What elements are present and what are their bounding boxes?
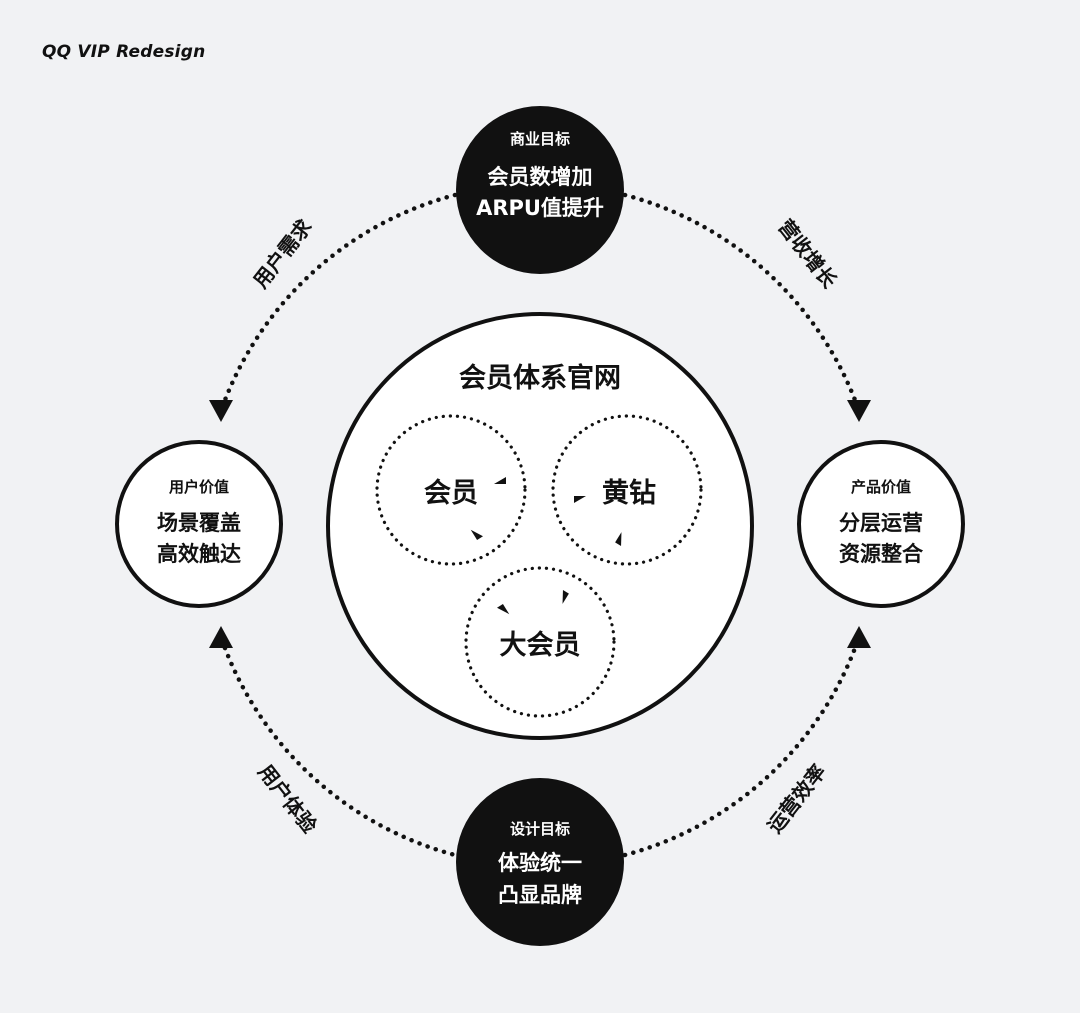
node-line: 会员数增加 <box>488 165 593 189</box>
arc-arrowheads <box>209 400 871 648</box>
node-heading: 设计目标 <box>510 820 570 838</box>
member-label-big-member: 大会员 <box>500 630 581 661</box>
triangle-arrowhead-icon <box>209 626 233 648</box>
member-circle-vip <box>375 414 527 566</box>
arc-label-user-needs: 用户需求 <box>248 214 317 293</box>
arc-top-right <box>622 192 861 411</box>
member-label-yellow-diamond: 黄钻 <box>602 478 656 509</box>
node-line: 分层运营 <box>839 511 923 535</box>
arc-label-revenue-growth: 营收增长 <box>773 215 842 294</box>
center-title: 会员体系官网 <box>459 362 621 394</box>
center-membership-site: 会员体系官网 会员 黄钻 大会员 <box>326 312 754 740</box>
arc-top-left <box>219 192 458 411</box>
bidirectional-exchange-arrow-icon <box>494 477 586 503</box>
node-heading: 用户价值 <box>169 478 229 496</box>
arc-label-user-experience: 用户体验 <box>253 760 321 838</box>
node-line: 资源整合 <box>839 542 924 566</box>
node-line: 体验统一 <box>498 851 582 875</box>
triangle-arrowhead-icon <box>847 626 871 648</box>
bidirectional-exchange-arrow-icon <box>462 529 521 615</box>
outer-cycle-arcs <box>219 192 861 858</box>
bidirectional-exchange-arrow-icon <box>561 529 622 610</box>
member-circle-big-member <box>464 566 616 718</box>
node-line: 高效触达 <box>157 542 241 566</box>
node-heading: 商业目标 <box>510 130 570 148</box>
node-heading: 产品价值 <box>851 478 911 496</box>
page-title: QQ VIP Redesign <box>42 42 206 62</box>
member-circle-yellow-diamond <box>551 414 703 566</box>
triangle-arrowhead-icon <box>209 400 233 422</box>
node-design-goal: 设计目标 体验统一 凸显品牌 <box>456 778 624 946</box>
node-line: 场景覆盖 <box>157 511 241 535</box>
arc-bottom-right <box>622 637 861 858</box>
member-label-vip: 会员 <box>424 478 478 509</box>
node-business-goal: 商业目标 会员数增加 ARPU值提升 <box>456 106 624 274</box>
arc-bottom-left <box>219 637 458 858</box>
node-line: ARPU值提升 <box>476 196 604 220</box>
node-user-value: 用户价值 场景覆盖 高效触达 <box>115 440 283 608</box>
triangle-arrowhead-icon <box>847 400 871 422</box>
node-product-value: 产品价值 分层运营 资源整合 <box>797 440 965 608</box>
node-line: 凸显品牌 <box>498 883 582 907</box>
